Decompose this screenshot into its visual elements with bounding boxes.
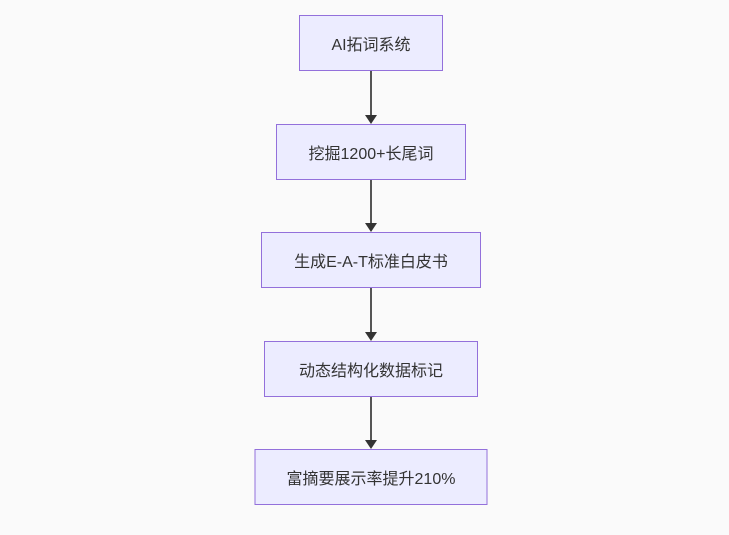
arrow-line — [370, 71, 372, 115]
arrow-line — [370, 397, 372, 440]
flow-arrow-4 — [365, 397, 377, 449]
flow-arrow-3 — [365, 288, 377, 341]
arrowhead-down-icon — [365, 115, 377, 124]
flow-node-label: 生成E-A-T标准白皮书 — [294, 254, 448, 271]
flow-node-longtail-mining: 挖掘1200+长尾词 — [276, 124, 466, 180]
flow-arrow-1 — [365, 71, 377, 124]
flow-node-label: 挖掘1200+长尾词 — [308, 146, 434, 163]
arrowhead-down-icon — [365, 223, 377, 232]
arrow-line — [370, 180, 372, 223]
flow-node-structured-data: 动态结构化数据标记 — [264, 341, 478, 397]
arrowhead-down-icon — [365, 440, 377, 449]
arrow-line — [370, 288, 372, 332]
flow-node-rich-snippet-result: 富摘要展示率提升210% — [254, 449, 488, 505]
flow-node-eat-whitepaper: 生成E-A-T标准白皮书 — [261, 232, 481, 288]
flow-node-label: 富摘要展示率提升210% — [286, 471, 456, 488]
flow-node-label: AI拓词系统 — [331, 37, 411, 54]
flow-arrow-2 — [365, 180, 377, 232]
flow-node-label: 动态结构化数据标记 — [298, 363, 443, 380]
arrowhead-down-icon — [365, 332, 377, 341]
flow-node-ai-keyword-system: AI拓词系统 — [299, 15, 443, 71]
